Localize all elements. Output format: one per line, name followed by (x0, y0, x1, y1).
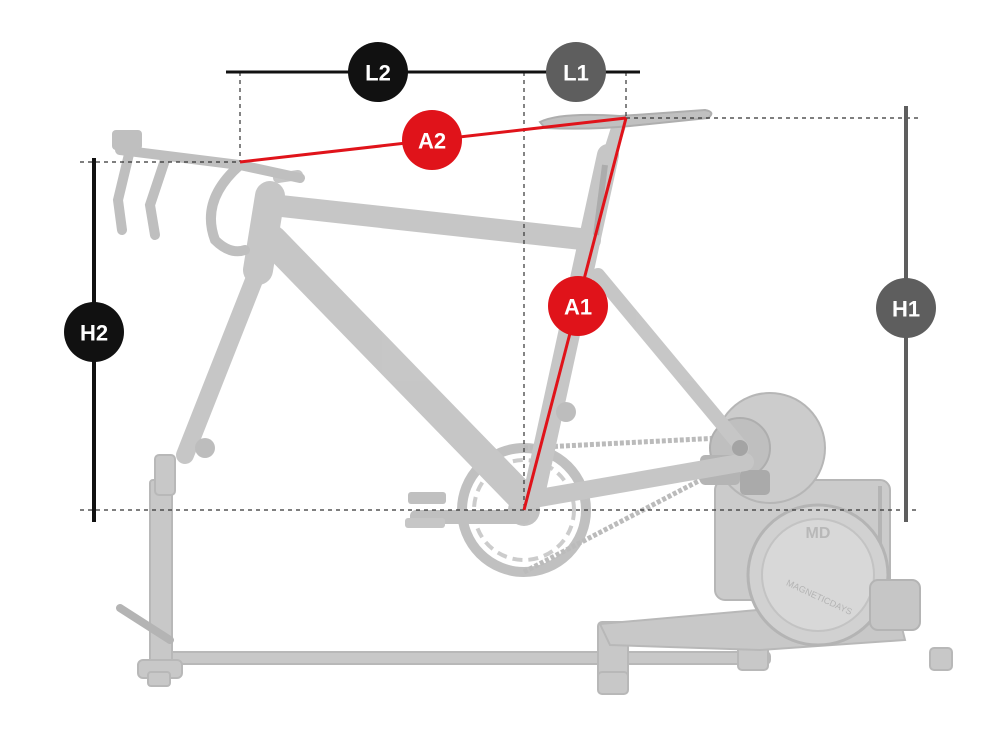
rear-hub (732, 440, 748, 456)
badge-h1-label: H1 (892, 297, 920, 322)
reference-lines (80, 72, 918, 511)
chain (522, 435, 737, 575)
badge-h1: H1 (876, 278, 936, 338)
badge-a2-label: A2 (418, 129, 446, 154)
badge-l1-label: L1 (563, 61, 589, 86)
badge-h2: H2 (64, 302, 124, 362)
badge-l2-label: L2 (365, 61, 391, 86)
badge-a1: A1 (548, 276, 608, 336)
front-hub (195, 438, 215, 458)
badge-a1-label: A1 (564, 295, 592, 320)
handlebars (112, 130, 305, 257)
badge-a2: A2 (402, 110, 462, 170)
badge-l2: L2 (348, 42, 408, 102)
badge-h2-label: H2 (80, 321, 108, 346)
bike-frame (176, 115, 754, 510)
bike-and-trainer: MD MAGNETICDAYS (112, 108, 953, 695)
bottle-boss (556, 402, 576, 422)
trainer-logo: MD (806, 525, 831, 542)
badge-l1: L1 (546, 42, 606, 102)
